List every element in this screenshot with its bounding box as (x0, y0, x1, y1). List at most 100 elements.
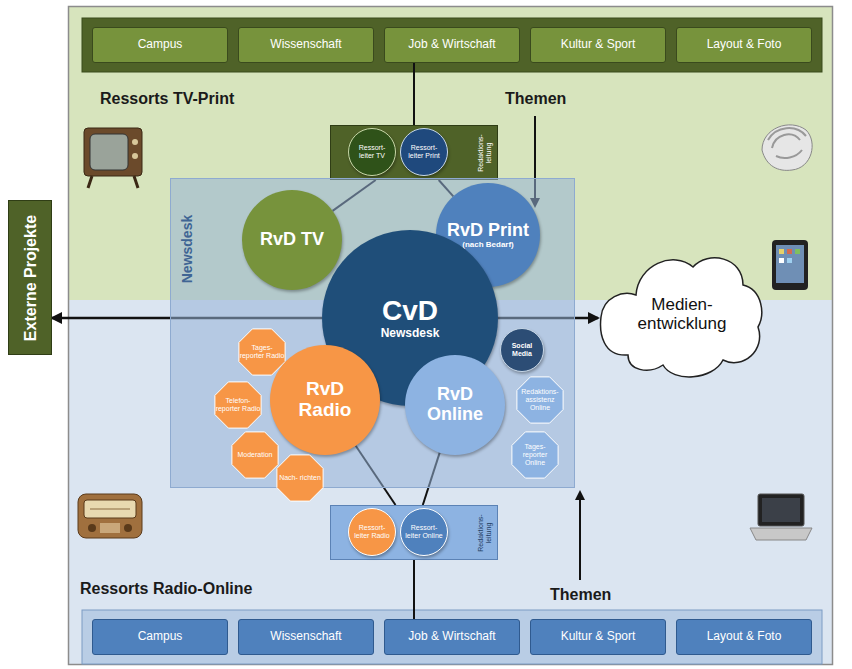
laptop-icon (750, 494, 812, 540)
cloud-shape: Medien- entwicklung (598, 245, 766, 385)
node-text: Ressort- leiter TV (353, 144, 392, 159)
region-label: Themen (550, 586, 611, 604)
section-box: Layout & Foto (676, 27, 812, 63)
text-group: Wissenschaft (242, 630, 370, 643)
node-text: Ressort- leiter Print (405, 144, 444, 159)
connector (413, 560, 415, 619)
node-text: RvD TV (251, 230, 333, 250)
node-text: Tages- reporter Online (512, 443, 558, 466)
octagon-outline (277, 455, 323, 501)
node-text: Tages- reporter Radio (239, 344, 285, 359)
section-box: Wissenschaft (238, 619, 374, 655)
radio-icon (78, 494, 142, 538)
management-box: Redaktions- leitung Ressort- leiter Radio… (330, 505, 498, 560)
text-group: Kultur & Sport (534, 630, 662, 643)
node-text: RvD Online (414, 385, 496, 425)
region-label: Ressorts Radio-Online (80, 580, 252, 598)
staff-octagon: Telefon- reporter Radio (212, 379, 264, 431)
management-box: Redaktions- leitung Ressort- leiter TV Res… (330, 125, 498, 180)
section-box: Job & Wirtschaft (384, 619, 520, 655)
section-box: Job & Wirtschaft (384, 27, 520, 63)
node-text: Ressort- leiter Online (405, 524, 444, 539)
section-box: Layout & Foto (676, 619, 812, 655)
node-text: Kultur & Sport (534, 38, 662, 51)
node-text: Wissenschaft (242, 630, 370, 643)
newspaper-icon (762, 125, 812, 171)
section-box: Campus (92, 27, 228, 63)
cloud-path (601, 258, 762, 377)
text-group: Kultur & Sport (534, 38, 662, 51)
text-group: Tages- reporter Radio (239, 344, 285, 359)
lead-circle: Ressort- leiter Radio (348, 508, 396, 556)
node-text: Nach- richten (277, 474, 323, 482)
text-group: Wissenschaft (242, 38, 370, 51)
text-group: Redaktions- assistenz Online (517, 388, 563, 411)
tv-icon (84, 128, 142, 188)
text-group: Ressort- leiter Print (405, 144, 444, 159)
staff-octagon: Tages- reporter Online (509, 429, 561, 481)
text-group: Telefon- reporter Radio (215, 397, 261, 412)
staff-octagon: Nach- richten (274, 452, 326, 504)
text-group: Newsdesk (180, 189, 195, 309)
staff-octagon: Redaktions- assistenz Online (514, 374, 566, 426)
text-group: RvD TV (251, 230, 333, 250)
node-text: Layout & Foto (680, 38, 808, 51)
node-text: RvD Radio (280, 379, 370, 421)
role-circle: RvD Radio (270, 345, 380, 455)
node-text: Campus (96, 630, 224, 643)
octagon-outline (512, 432, 558, 478)
text-group: Moderation (232, 451, 278, 459)
node-text: Redaktions- leitung (477, 128, 492, 178)
external-box: Externe Projekte (8, 200, 52, 355)
text-group: Layout & Foto (680, 630, 808, 643)
node-text: Telefon- reporter Radio (215, 397, 261, 412)
section-box: Kultur & Sport (530, 619, 666, 655)
outer-frame (69, 7, 833, 665)
text-group: Job & Wirtschaft (388, 630, 516, 643)
octagon-outline (215, 382, 261, 428)
text-group: Ressort- leiter TV (353, 144, 392, 159)
node-text: Moderation (232, 451, 278, 459)
lead-circle: Ressort- leiter Online (400, 508, 448, 556)
role-circle: RvD TV (242, 190, 342, 290)
text-group: RvD Online (414, 385, 496, 425)
text-group: Layout & Foto (680, 38, 808, 51)
section-box: Kultur & Sport (530, 27, 666, 63)
node-text: Redaktions- assistenz Online (517, 388, 563, 411)
text-group: Nach- richten (277, 474, 323, 482)
node-text: Job & Wirtschaft (388, 38, 516, 51)
node-text: RvD Print (446, 221, 531, 241)
node-text: Ressort- leiter Radio (353, 524, 392, 539)
node-text: CvD (338, 296, 482, 327)
node-text: Layout & Foto (680, 630, 808, 643)
text-group: Ressort- leiter Radio (353, 524, 392, 539)
role-circle: RvD Online (405, 355, 505, 455)
themen-arrow (579, 492, 581, 580)
octagon-outline (517, 377, 563, 423)
tablet-icon (772, 240, 808, 290)
role-circle: Social Media (500, 328, 544, 372)
octagon-outline (239, 329, 285, 375)
octagon-outline (232, 432, 278, 478)
node-text: Redaktions- leitung (477, 508, 492, 558)
text-group: Externe Projekte (22, 203, 40, 353)
node-text: Social Media (504, 342, 540, 357)
node-text: Wissenschaft (242, 38, 370, 51)
text-group: CvDNewsdesk (338, 296, 482, 340)
node-text: Newsdesk (180, 189, 195, 309)
text-group: Campus (96, 630, 224, 643)
text-group: Redaktions- leitung (477, 508, 492, 558)
text-group: Campus (96, 38, 224, 51)
top-band (82, 18, 822, 72)
text-group: Tages- reporter Online (512, 443, 558, 466)
node-text: Campus (96, 38, 224, 51)
lead-circle: Ressort- leiter TV (348, 128, 396, 176)
text-group: Social Media (504, 342, 540, 357)
text-group: Ressort- leiter Online (405, 524, 444, 539)
lead-circle: Ressort- leiter Print (400, 128, 448, 176)
section-box: Campus (92, 619, 228, 655)
text-group: Medien- entwicklung (623, 296, 741, 333)
newsdesk-area: NewsdeskRvD TVRvD Print(nach Bedarf)CvDN… (170, 178, 575, 488)
node-text: Externe Projekte (22, 203, 40, 353)
